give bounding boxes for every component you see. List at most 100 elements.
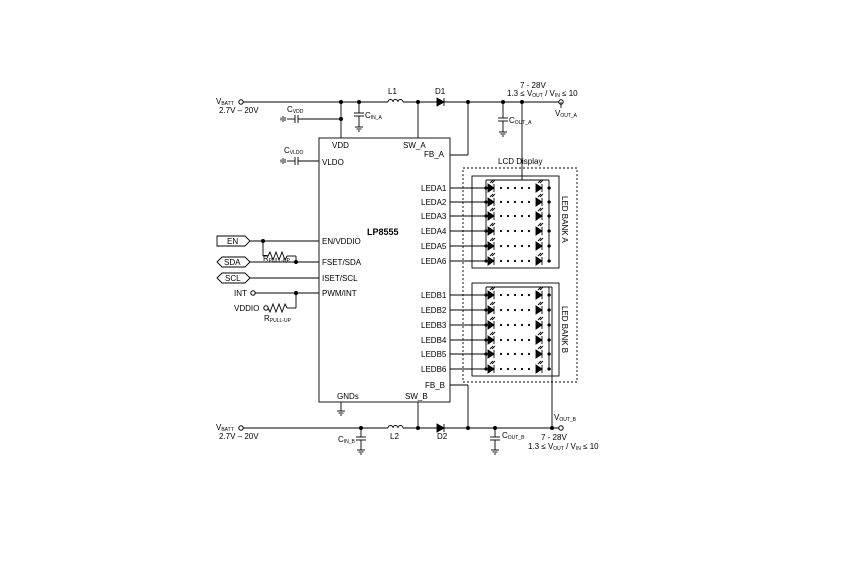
vout-a-range: 7 - 28V — [520, 81, 546, 90]
cap-cout-b — [490, 428, 500, 455]
led-string — [450, 193, 551, 207]
cap-cin-a — [354, 112, 364, 132]
cvldo-label: CVLDO — [284, 146, 304, 156]
cin-a-label: CIN_A — [365, 111, 383, 121]
led-icon — [535, 222, 544, 236]
pin-sw-a: SW_A — [403, 141, 426, 150]
led-string — [450, 360, 551, 374]
ellipsis-dot — [499, 338, 503, 342]
l1-label: L1 — [388, 87, 397, 96]
ellipsis-dot — [527, 200, 531, 204]
d2-label: D2 — [437, 432, 448, 441]
led-bank-b-label: LED BANK B — [560, 306, 569, 353]
ellipsis-dot — [506, 323, 510, 327]
ellipsis-dot — [513, 338, 517, 342]
vbatt-bottom-range: 2.7V – 20V — [219, 432, 259, 441]
ellipsis-dot — [499, 214, 503, 218]
ellipsis-dot — [513, 367, 517, 371]
rpullup-bottom-label: RPULL-UP — [264, 314, 292, 324]
led-icon — [487, 207, 496, 221]
ellipsis-dot — [527, 293, 531, 297]
ellipsis-dot — [520, 293, 524, 297]
pin-leda: LEDA3 — [421, 212, 447, 221]
pin-vdd: VDD — [332, 141, 349, 150]
ellipsis-dot — [499, 259, 503, 263]
led-string — [450, 316, 551, 330]
led-icon — [535, 286, 544, 300]
ellipsis-dot — [520, 323, 524, 327]
ellipsis-dot — [520, 229, 524, 233]
led-icon — [487, 222, 496, 236]
led-icon — [535, 331, 544, 345]
pin-leda: LEDA6 — [421, 257, 447, 266]
led-string — [450, 252, 551, 266]
vout-b-range: 7 - 28V — [541, 433, 567, 442]
cvdd-label: CVDD — [287, 105, 304, 115]
pin-pwm-int: PWM/INT — [322, 289, 357, 298]
diode-d1 — [436, 97, 445, 107]
ellipsis-dot — [513, 323, 517, 327]
ellipsis-dot — [527, 214, 531, 218]
ellipsis-dot — [513, 293, 517, 297]
led-icon — [487, 331, 496, 345]
lp8555-chip — [318, 137, 451, 403]
led-icon — [535, 316, 544, 330]
pin-fb-b: FB_B — [425, 381, 445, 390]
led-icon — [487, 316, 496, 330]
pin-ledb: LEDB1 — [421, 291, 447, 300]
led-bank-a-box — [471, 175, 560, 269]
vbatt-top-label: VBATT — [216, 97, 234, 107]
led-icon — [487, 345, 496, 359]
ellipsis-dot — [506, 259, 510, 263]
led-string — [450, 286, 551, 300]
led-icon — [535, 179, 544, 193]
led-string — [450, 222, 551, 236]
ellipsis-dot — [527, 352, 531, 356]
ellipsis-dot — [527, 259, 531, 263]
inductor-l2 — [387, 425, 404, 429]
ellipsis-dot — [513, 352, 517, 356]
ellipsis-dot — [506, 214, 510, 218]
ellipsis-dot — [499, 200, 503, 204]
ellipsis-dot — [527, 229, 531, 233]
led-icon — [535, 237, 544, 251]
diode-d2 — [436, 423, 445, 433]
led-icon — [535, 193, 544, 207]
led-icon — [535, 207, 544, 221]
vout-b-terminal — [558, 425, 564, 431]
ellipsis-dot — [520, 214, 524, 218]
chip-name: LP8555 — [367, 227, 399, 237]
ellipsis-dot — [520, 308, 524, 312]
ellipsis-dot — [520, 367, 524, 371]
ellipsis-dot — [499, 308, 503, 312]
d1-label: D1 — [435, 87, 446, 96]
led-string — [450, 207, 551, 221]
led-pin-labels: LEDA1LEDA2LEDA3LEDA4LEDA5LEDA6LEDB1LEDB2… — [421, 184, 447, 374]
ellipsis-dot — [499, 229, 503, 233]
led-icon — [487, 301, 496, 315]
pin-gnds: GNDs — [337, 392, 359, 401]
led-bank-b — [450, 286, 551, 374]
ellipsis-dot — [506, 352, 510, 356]
cout-b-label: COUT_B — [502, 431, 525, 441]
en-label: EN — [227, 237, 238, 246]
led-string — [450, 301, 551, 315]
ellipsis-dot — [527, 323, 531, 327]
ellipsis-dot — [506, 244, 510, 248]
ellipsis-dot — [499, 367, 503, 371]
ellipsis-dot — [513, 244, 517, 248]
led-icon — [487, 360, 496, 374]
ellipsis-dot — [506, 308, 510, 312]
pin-fset-sda: FSET/SDA — [322, 258, 362, 267]
ellipsis-dot — [499, 293, 503, 297]
ellipsis-dot — [527, 308, 531, 312]
cin-b-label: CIN_B — [338, 435, 356, 445]
led-icon — [535, 360, 544, 374]
l2-label: L2 — [390, 432, 399, 441]
ellipsis-dot — [499, 323, 503, 327]
vbatt-bottom-label: VBATT — [216, 423, 234, 433]
pin-ledb: LEDB4 — [421, 336, 447, 345]
inductor-l1 — [387, 99, 404, 103]
scl-signal — [216, 272, 319, 284]
